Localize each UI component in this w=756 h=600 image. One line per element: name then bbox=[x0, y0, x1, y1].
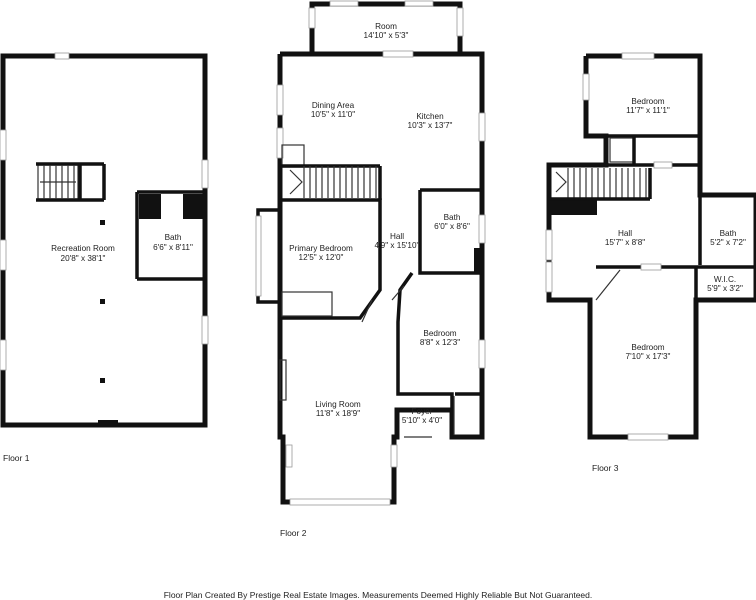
room-dims: 5'10" x 4'0" bbox=[402, 416, 442, 425]
room-dims: 10'3" x 13'7" bbox=[408, 121, 453, 130]
floor-3-plan bbox=[545, 52, 756, 441]
room-name: Hall bbox=[618, 229, 632, 238]
floor-1-label: Floor 1 bbox=[3, 453, 30, 463]
floor-2-plan bbox=[255, 0, 486, 506]
floor-1-plan bbox=[0, 52, 209, 428]
floor-1-bath-walls bbox=[135, 190, 205, 281]
room-dims: 4'9" x 15'10" bbox=[375, 241, 420, 250]
footer-disclaimer: Floor Plan Created By Prestige Real Esta… bbox=[163, 590, 593, 600]
floor-1-stairs bbox=[36, 162, 106, 202]
room-name: W.I.C. bbox=[714, 275, 736, 284]
room-dims: 15'7" x 8'8" bbox=[605, 238, 645, 247]
room-name: Bath bbox=[444, 213, 461, 222]
room-dims: 7'10" x 17'3" bbox=[626, 352, 671, 361]
room-dims: 12'5" x 12'0" bbox=[299, 253, 344, 262]
room-name: Bedroom bbox=[631, 97, 664, 106]
room-name: Foyer bbox=[412, 407, 433, 416]
room-dims: 5'9" x 3'2" bbox=[707, 284, 743, 293]
floor-2-outer-wall bbox=[277, 51, 485, 505]
floor-2-stairs bbox=[280, 144, 380, 198]
room-name: Living Room bbox=[315, 400, 361, 409]
room-dims: 10'5" x 11'0" bbox=[311, 110, 355, 119]
room-name: Room bbox=[375, 22, 397, 31]
room-name: Recreation Room bbox=[51, 244, 115, 253]
floor-3-label: Floor 3 bbox=[592, 463, 619, 473]
room-name: Kitchen bbox=[416, 112, 444, 121]
room-dims: 5'2" x 7'2" bbox=[710, 238, 746, 247]
room-name: Bath bbox=[720, 229, 737, 238]
room-dims: 6'6" x 8'11" bbox=[153, 243, 193, 252]
room-name: Bath bbox=[165, 233, 182, 242]
floor-2-label: Floor 2 bbox=[280, 528, 307, 538]
room-name: Primary Bedroom bbox=[289, 244, 353, 253]
room-dims: 14'10" x 5'3" bbox=[364, 31, 409, 40]
room-name: Dining Area bbox=[312, 101, 355, 110]
room-dims: 8'8" x 12'3" bbox=[420, 338, 460, 347]
room-dims: 11'7" x 11'1" bbox=[626, 106, 670, 115]
room-name: Hall bbox=[390, 232, 404, 241]
room-labels: Recreation Room 20'8" x 38'1" Bath 6'6" … bbox=[51, 22, 746, 425]
room-name: Bedroom bbox=[423, 329, 456, 338]
room-name: Bedroom bbox=[631, 343, 664, 352]
room-dims: 20'8" x 38'1" bbox=[61, 254, 106, 263]
floor-3-outer-wall bbox=[546, 53, 756, 440]
room-dims: 11'8" x 18'9" bbox=[316, 409, 360, 418]
room-dims: 6'0" x 8'6" bbox=[434, 222, 470, 231]
floor-3-stairs bbox=[549, 168, 652, 215]
